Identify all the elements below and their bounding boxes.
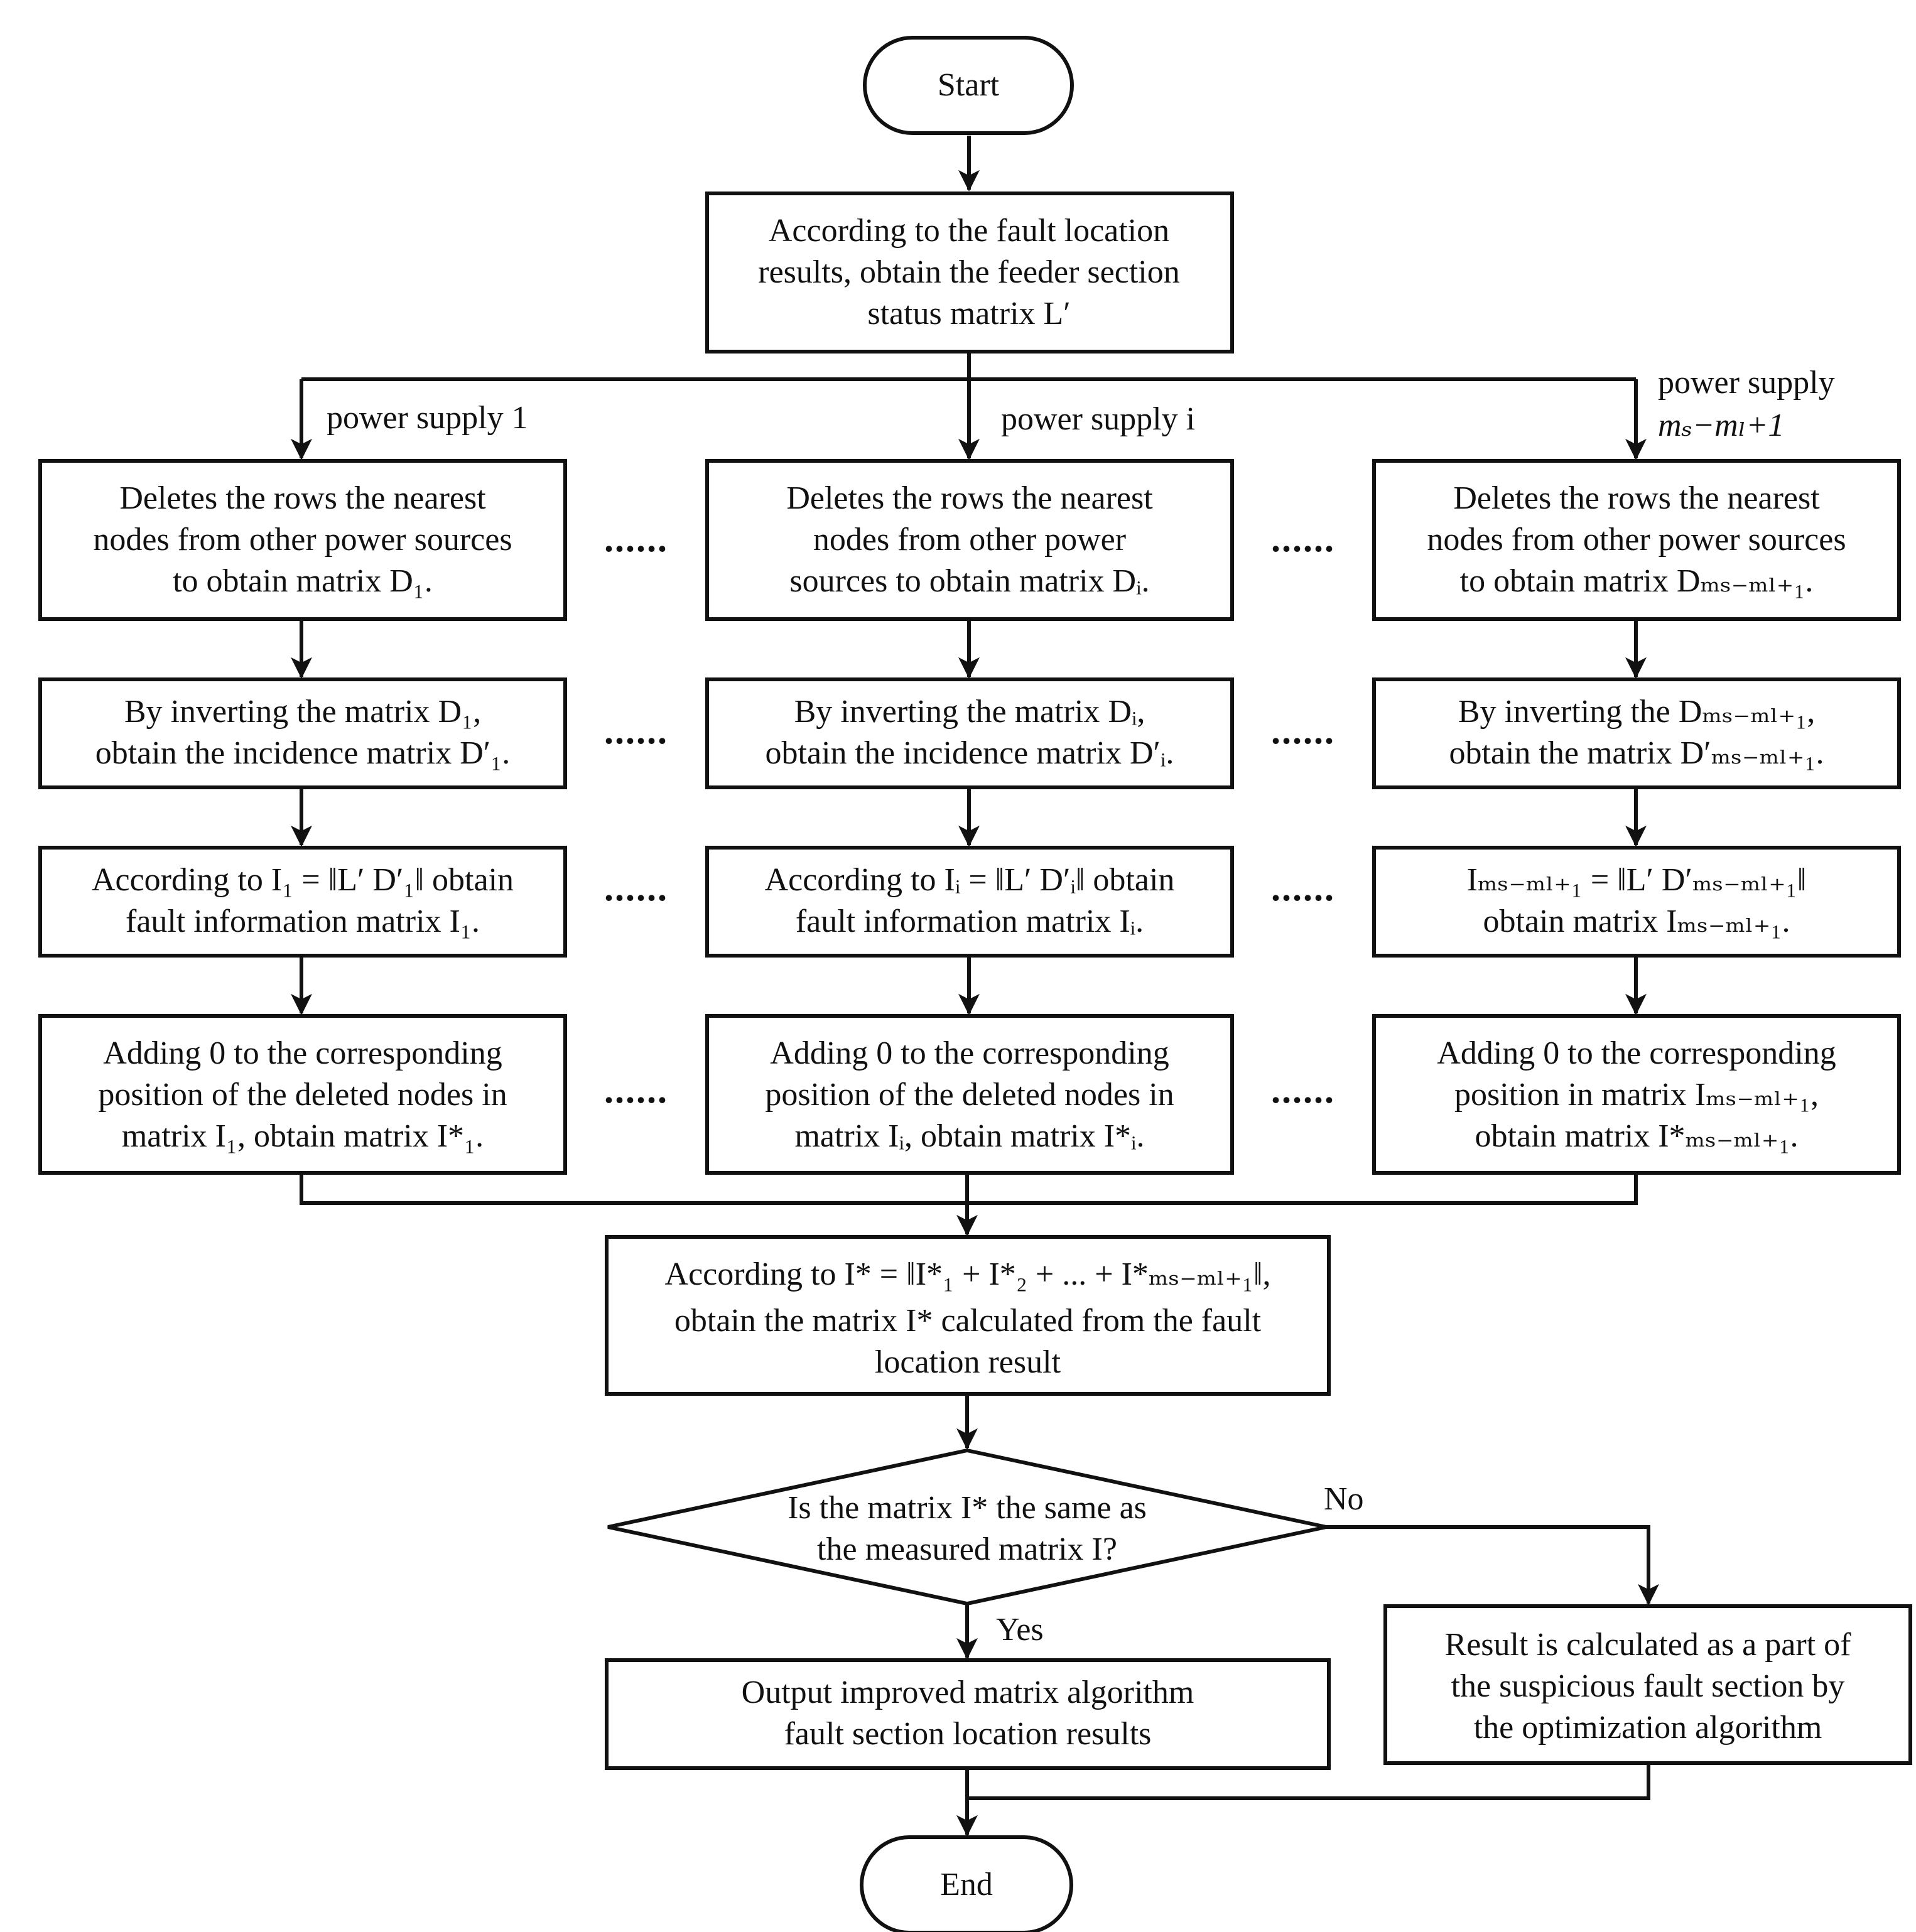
bm-add-line-1: Adding 0 to the corresponding (1437, 1035, 1836, 1071)
ellipsis-row-3-right: ...... (1271, 867, 1335, 909)
decision-compare-matrices: Is the matrix I* the same as the measure… (607, 1448, 1327, 1606)
b1-fault-line-1: According to I₁ = ‖L′ D′₁‖ obtain (92, 862, 514, 898)
ellipsis-row-4-left: ...... (604, 1069, 668, 1111)
bm-invert-line-2: obtain the matrix D′ₘₛ₋ₘₗ₊₁. (1449, 735, 1824, 771)
box-bi-invert (705, 677, 1234, 789)
decision-line-2: the measured matrix I? (817, 1531, 1117, 1567)
box-b1-delete (38, 459, 567, 621)
box-bm-invert (1372, 677, 1901, 789)
b1-add-line-2: position of the deleted nodes in (98, 1077, 507, 1113)
end-terminal: End (860, 1835, 1073, 1932)
ellipsis-column-left: ...... ...... ...... ...... (604, 518, 668, 1111)
bi-delete-line-2: nodes from other power (813, 522, 1126, 558)
end-label: End (940, 1867, 993, 1902)
start-terminal: Start (863, 36, 1074, 135)
bm-add-line-3: obtain matrix I*ₘₛ₋ₘₗ₊₁. (1475, 1118, 1799, 1154)
box-bi-delete (705, 459, 1234, 621)
decision-yes-label: Yes (996, 1612, 1044, 1648)
decision-no-label: No (1324, 1481, 1364, 1517)
ellipsis-row-2-right: ...... (1271, 710, 1335, 752)
optimize-line-1: Result is calculated as a part of (1445, 1627, 1852, 1663)
b1-add-line-1: Adding 0 to the corresponding (103, 1035, 502, 1071)
combine-line-2: obtain the matrix I* calculated from the… (674, 1303, 1262, 1339)
output-line-2: fault section location results (784, 1716, 1152, 1752)
bi-add-line-2: position of the deleted nodes in (765, 1077, 1174, 1113)
box-b1-add (38, 1014, 567, 1175)
step-output-results: Output improved matrix algorithm fault s… (605, 1658, 1331, 1770)
optimize-line-2: the suspicious fault section by (1451, 1668, 1845, 1704)
bm-add-line-2: position in matrix Iₘₛ₋ₘₗ₊₁, (1454, 1077, 1819, 1113)
bi-add-line-1: Adding 0 to the corresponding (770, 1035, 1169, 1071)
box-b1-fault (38, 846, 567, 958)
bi-fault-line-1: According to Iᵢ = ‖L′ D′ᵢ‖ obtain (765, 862, 1175, 898)
box-bm-fault (1372, 846, 1901, 958)
step-obtain-status-matrix: According to the fault location results,… (705, 192, 1234, 353)
bi-delete-line-3: sources to obtain matrix Dᵢ. (789, 563, 1149, 599)
combine-line-1: According to I* = ‖I*₁ + I*₂ + ... + I*ₘ… (665, 1256, 1271, 1292)
step-optimization-algorithm: Result is calculated as a part of the su… (1383, 1604, 1912, 1765)
bi-fault-line-2: fault information matrix Iᵢ. (796, 904, 1144, 939)
step1-line-1: According to the fault location (769, 213, 1169, 249)
decision-line-1: Is the matrix I* the same as (788, 1490, 1147, 1526)
box-b1-invert (38, 677, 567, 789)
ellipsis-row-1-left: ...... (604, 518, 668, 559)
bi-invert-line-1: By inverting the matrix Dᵢ, (794, 694, 1145, 730)
line-optimize-to-end (967, 1763, 1650, 1800)
bm-fault-line-2: obtain matrix Iₘₛ₋ₘₗ₊₁. (1483, 904, 1790, 939)
ellipsis-row-4-right: ...... (1271, 1069, 1335, 1111)
start-label: Start (938, 67, 1000, 103)
bi-delete-line-1: Deletes the rows the nearest (786, 480, 1153, 516)
output-line-1: Output improved matrix algorithm (742, 1675, 1194, 1710)
step1-line-3: status matrix L′ (867, 296, 1070, 332)
branch-m: Deletes the rows the nearest nodes from … (1372, 459, 1901, 1175)
b1-add-line-3: matrix I₁, obtain matrix I*₁. (122, 1118, 484, 1154)
box-bm-add (1372, 1014, 1901, 1175)
branch-label-1: power supply 1 (327, 400, 528, 436)
box-bm-delete (1372, 459, 1901, 621)
bi-add-line-3: matrix Iᵢ, obtain matrix I*ᵢ. (794, 1118, 1144, 1154)
optimize-line-3: the optimization algorithm (1474, 1710, 1822, 1746)
b1-delete-line-3: to obtain matrix D₁. (173, 563, 433, 599)
bm-fault-line-1: Iₘₛ₋ₘₗ₊₁ = ‖L′ D′ₘₛ₋ₘₗ₊₁‖ (1467, 862, 1807, 898)
step-combine-matrices: According to I* = ‖I*₁ + I*₂ + ... + I*ₘ… (605, 1235, 1331, 1396)
arrow-decision-no (1325, 1525, 1659, 1606)
b1-delete-line-2: nodes from other power sources (93, 522, 512, 558)
branch-i: Deletes the rows the nearest nodes from … (705, 459, 1234, 1175)
branch-label-m-index: mₛ−mₗ+1 (1658, 407, 1784, 443)
step1-line-2: results, obtain the feeder section (758, 254, 1179, 290)
box-bi-fault (705, 846, 1234, 958)
bm-delete-line-1: Deletes the rows the nearest (1453, 480, 1820, 516)
b1-invert-line-1: By inverting the matrix D₁, (124, 694, 481, 730)
bi-invert-line-2: obtain the incidence matrix D′ᵢ. (766, 735, 1174, 771)
box-bi-add (705, 1014, 1234, 1175)
connectors (291, 136, 1659, 1837)
b1-delete-line-1: Deletes the rows the nearest (119, 480, 486, 516)
b1-fault-line-2: fault information matrix I₁. (126, 904, 480, 939)
ellipsis-row-3-left: ...... (604, 867, 668, 909)
branch-label-m: power supply (1658, 365, 1835, 401)
ellipsis-column-right: ...... ...... ...... ...... (1271, 518, 1335, 1111)
ellipsis-row-2-left: ...... (604, 710, 668, 752)
ellipsis-row-1-right: ...... (1271, 518, 1335, 559)
branch-label-i: power supply i (1001, 401, 1195, 437)
bm-delete-line-2: nodes from other power sources (1427, 522, 1846, 558)
bm-delete-line-3: to obtain matrix Dₘₛ₋ₘₗ₊₁. (1460, 563, 1814, 599)
branch-1: Deletes the rows the nearest nodes from … (38, 459, 567, 1175)
bm-invert-line-1: By inverting the Dₘₛ₋ₘₗ₊₁, (1458, 694, 1815, 730)
combine-line-3: location result (875, 1344, 1061, 1380)
b1-invert-line-2: obtain the incidence matrix D′₁. (95, 735, 511, 771)
